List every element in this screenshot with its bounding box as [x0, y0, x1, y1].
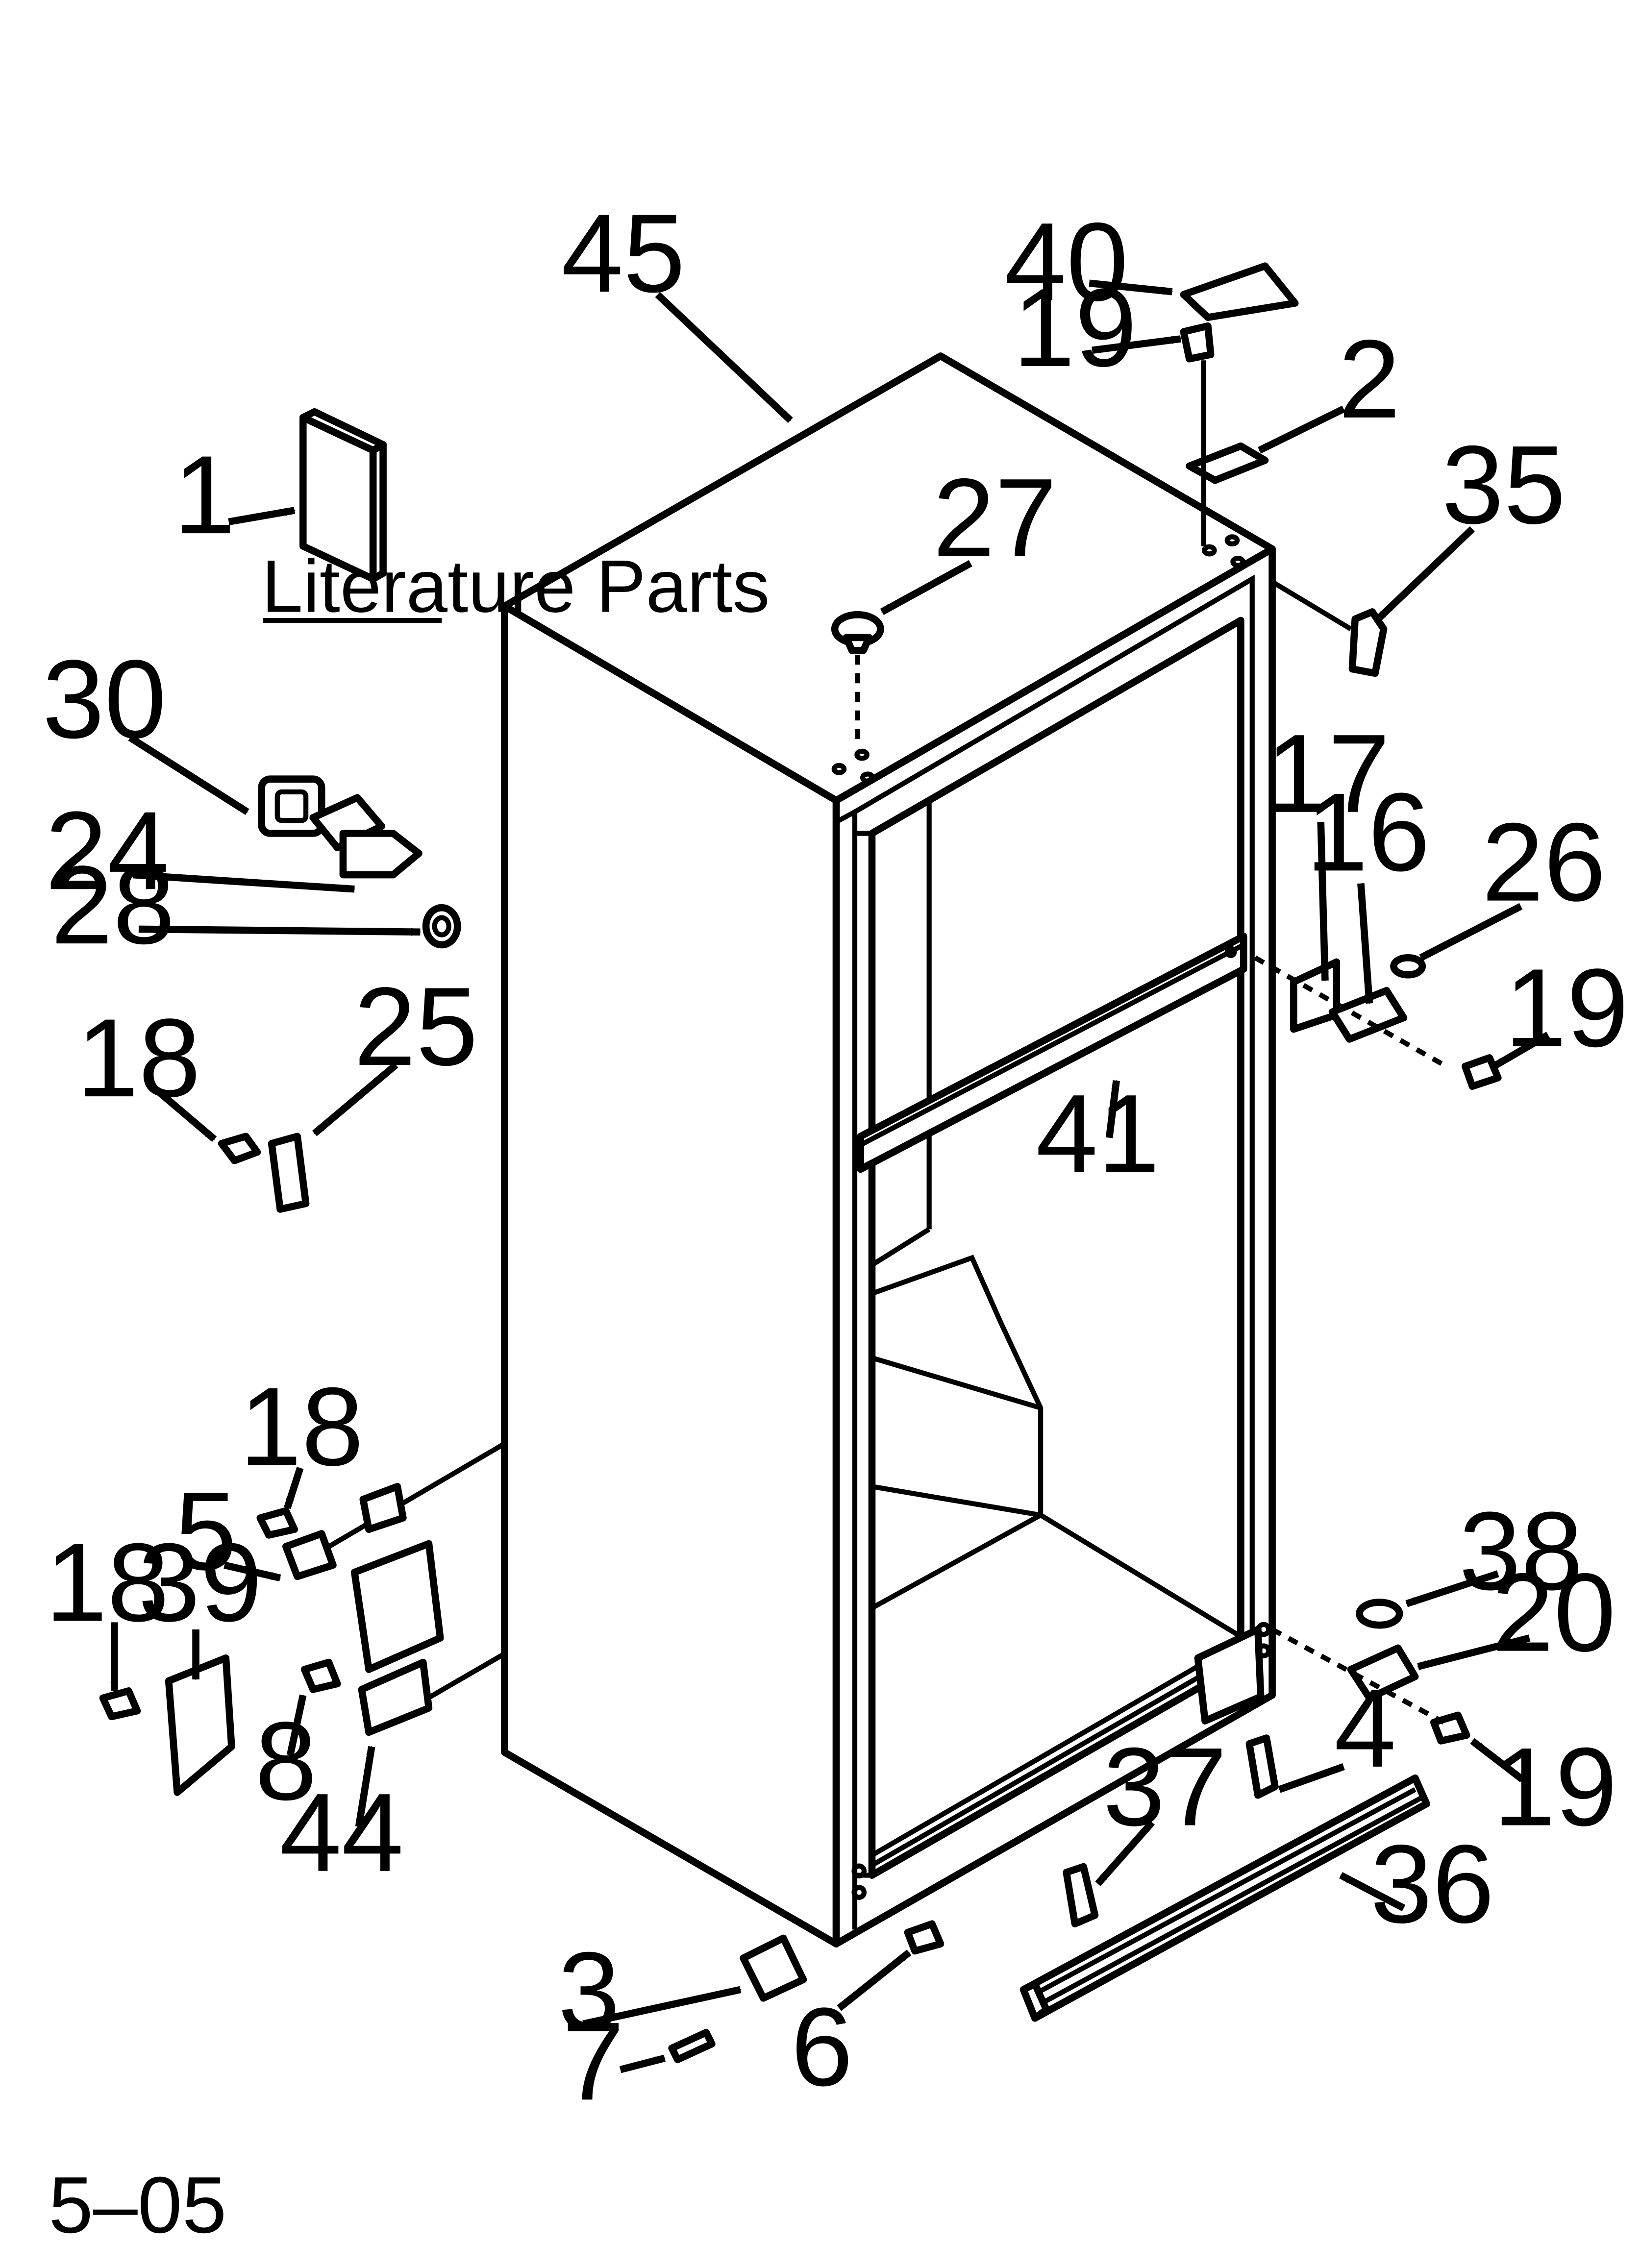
callout-38: 38 [1459, 1489, 1583, 1613]
callout-18: 18 [76, 996, 200, 1120]
callout-20: 20 [1492, 1551, 1616, 1675]
middle-hinge-assembly [1254, 821, 1550, 1090]
callout-40: 40 [1004, 200, 1128, 324]
callout-28: 28 [51, 843, 175, 967]
callout-35: 35 [1442, 423, 1566, 547]
plug-part-27 [831, 560, 972, 743]
callout-45: 45 [561, 191, 685, 316]
hinge-pin-assembly [128, 734, 461, 949]
callout-19: 19 [1505, 946, 1629, 1070]
callout-25: 25 [354, 964, 478, 1089]
divider-rail-part-41 [857, 933, 1247, 1173]
callout-36: 36 [1370, 1822, 1494, 1947]
callout-37: 37 [1103, 1725, 1227, 1849]
callout-41: 41 [1036, 1072, 1160, 1196]
grille-assembly [1019, 1734, 1430, 2022]
cabinet-body [320, 352, 1276, 1948]
bottom-hinge-assembly [1194, 1570, 1531, 1782]
callout-27: 27 [933, 456, 1057, 580]
callout-39: 39 [138, 1520, 262, 1645]
callout-30: 30 [42, 637, 166, 762]
top-hinge-assembly [1089, 262, 1345, 546]
literature-booklet-part-1 [228, 408, 442, 623]
callout-8: 8 [255, 1699, 317, 1824]
callout-16: 16 [1306, 770, 1430, 894]
callout-4: 4 [1334, 1666, 1396, 1791]
leader-part-45 [655, 292, 793, 423]
callout-44: 44 [280, 1771, 404, 1895]
lower-left-bracket-assembly [99, 1467, 444, 1827]
callout-1: 1 [174, 433, 236, 557]
callout-5: 5 [175, 1469, 237, 1593]
callout-19: 19 [1013, 266, 1137, 390]
callout-7: 7 [562, 1999, 624, 2123]
leveler-assembly [582, 1920, 945, 2073]
callout-18: 18 [45, 1520, 169, 1645]
callout-3: 3 [558, 1929, 620, 2054]
callout-6: 6 [791, 1985, 853, 2109]
upper-left-bracket-assembly [155, 1062, 398, 1213]
callout-24: 24 [45, 789, 169, 913]
callout-26: 26 [1482, 800, 1606, 925]
callout-18: 18 [240, 1365, 364, 1489]
literature-caption: Literature Parts [262, 545, 770, 628]
callout-2: 2 [1339, 317, 1401, 442]
hinge-cover-part-35 [1270, 526, 1475, 677]
callout-17: 17 [1266, 712, 1390, 836]
callout-19: 19 [1493, 1725, 1617, 1849]
footer-code: 5–05 [49, 2160, 226, 2250]
